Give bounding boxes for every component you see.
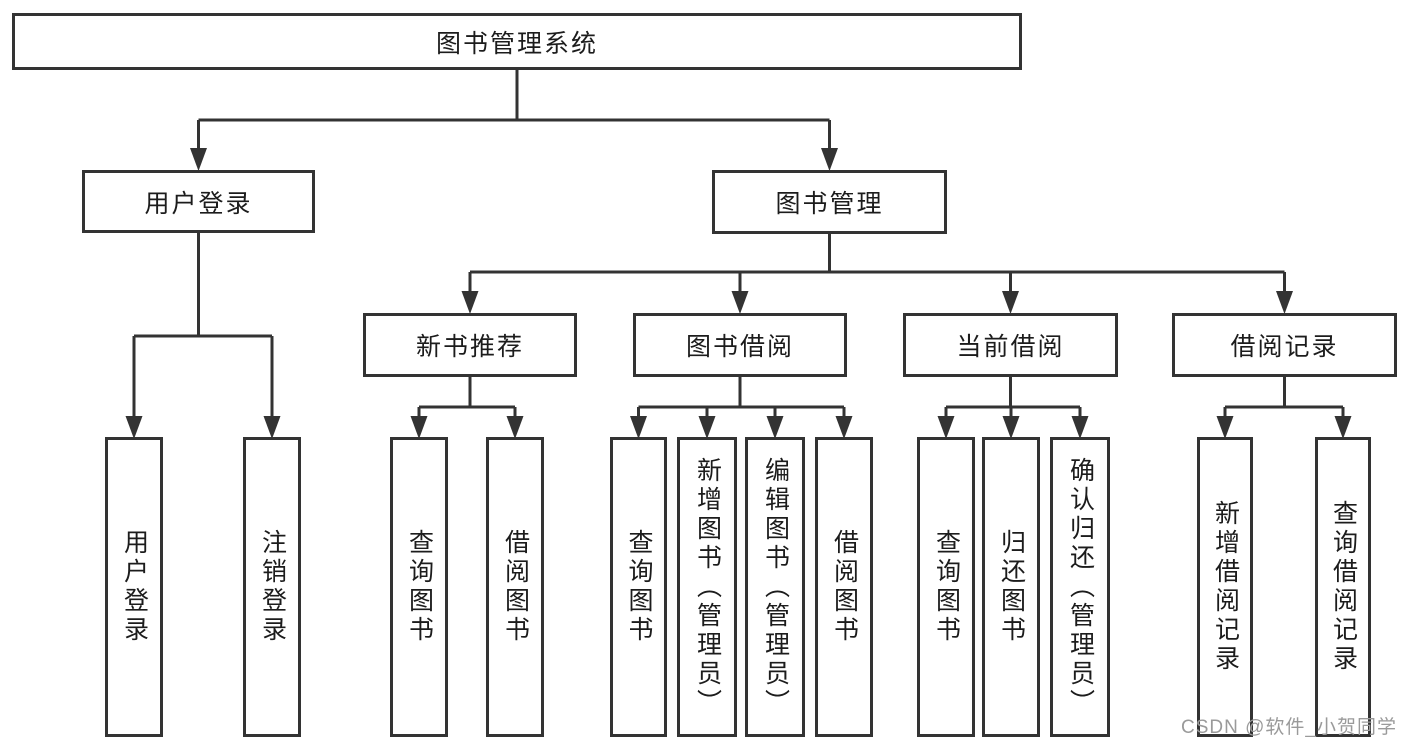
node-root-library-system: 图书管理系统: [12, 13, 1022, 70]
node-label: 当前借阅: [956, 333, 1065, 361]
leaf-add-borrow-record: 新增借阅记录: [1197, 437, 1253, 737]
node-new-book-recommend: 新书推荐: [363, 313, 577, 377]
node-label: 借阅记录: [1230, 333, 1339, 361]
leaf-query-books: 查询图书: [917, 437, 975, 737]
node-current-borrow: 当前借阅: [903, 313, 1118, 377]
node-label: 用户登录: [144, 189, 253, 218]
leaf-confirm-return-admin: 确认归还（管理员）: [1050, 437, 1110, 737]
node-label: 新书推荐: [415, 333, 524, 361]
leaf-label: 新增图书（管理员）: [693, 456, 722, 718]
node-label: 图书管理系统: [435, 29, 598, 58]
leaf-label: 查询图书: [405, 529, 434, 645]
leaf-label: 注销登录: [258, 529, 287, 645]
node-book-management: 图书管理: [712, 170, 947, 234]
node-borrow-records: 借阅记录: [1172, 313, 1397, 377]
leaf-label: 查询借阅记录: [1329, 500, 1358, 674]
leaf-return-books: 归还图书: [982, 437, 1040, 737]
leaf-user-login: 用户登录: [105, 437, 163, 737]
leaf-label: 借阅图书: [830, 529, 859, 645]
node-label: 图书借阅: [685, 333, 794, 361]
leaf-label: 新增借阅记录: [1211, 500, 1240, 674]
node-user-login: 用户登录: [82, 170, 315, 233]
leaf-label: 确认归还（管理员）: [1066, 456, 1095, 718]
leaf-logout: 注销登录: [243, 437, 301, 737]
arrowheads: [125, 148, 1352, 439]
leaf-add-books-admin: 新增图书（管理员）: [677, 437, 737, 737]
leaf-query-books: 查询图书: [610, 437, 667, 737]
leaf-label: 归还图书: [997, 529, 1026, 645]
leaf-edit-books-admin: 编辑图书（管理员）: [745, 437, 805, 737]
leaf-borrow-books: 借阅图书: [815, 437, 873, 737]
node-book-borrow: 图书借阅: [633, 313, 847, 377]
leaf-label: 借阅图书: [501, 529, 530, 645]
csdn-watermark: CSDN @软件_小贺同学: [1181, 717, 1397, 738]
leaf-query-books: 查询图书: [390, 437, 448, 737]
leaf-query-borrow-record: 查询借阅记录: [1315, 437, 1371, 737]
leaf-borrow-books: 借阅图书: [486, 437, 544, 737]
leaf-label: 查询图书: [932, 529, 961, 645]
leaf-label: 查询图书: [625, 529, 653, 645]
node-label: 图书管理: [775, 190, 884, 218]
leaf-label: 编辑图书（管理员）: [761, 456, 790, 718]
leaf-label: 用户登录: [120, 529, 149, 645]
